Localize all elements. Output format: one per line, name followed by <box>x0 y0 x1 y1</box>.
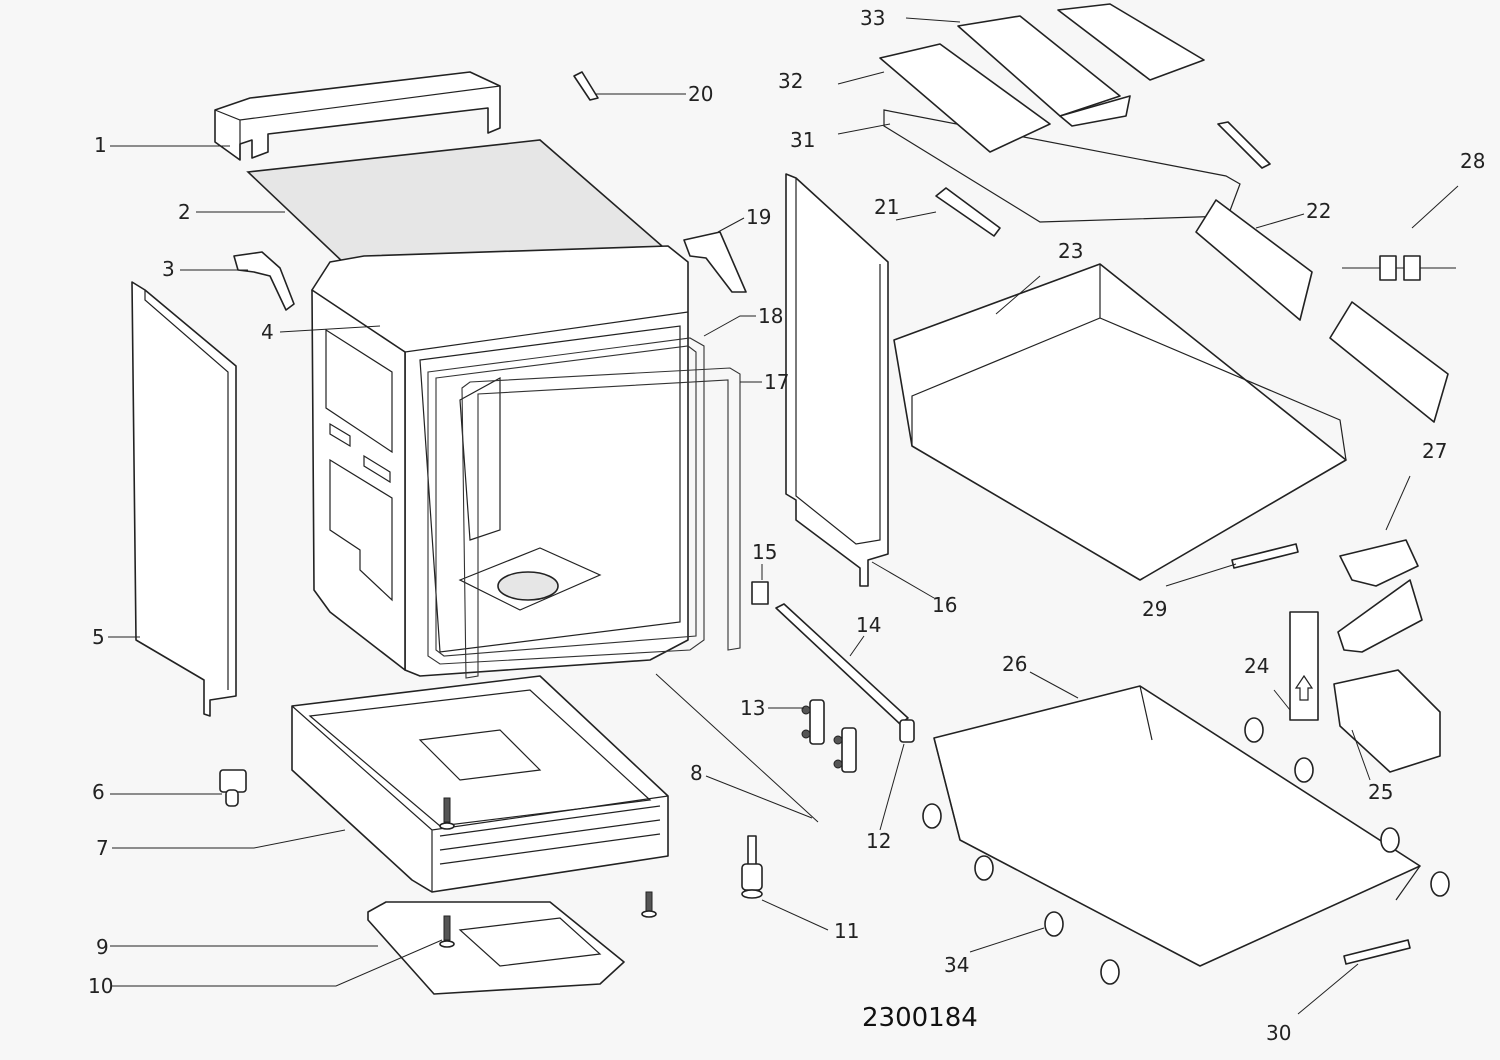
label-34: 34 <box>944 953 969 977</box>
leader-lines <box>108 17 1459 1015</box>
label-9: 9 <box>96 935 109 959</box>
label-29: 29 <box>1142 597 1167 621</box>
part-28-rack-adjuster <box>1342 255 1456 281</box>
label-13: 13 <box>740 696 765 720</box>
part-9-base-plate <box>367 901 625 995</box>
label-32: 32 <box>778 69 803 93</box>
part-29-strip <box>1231 543 1299 569</box>
label-15: 15 <box>752 540 777 564</box>
part-22-cup-shelf-lower <box>1329 301 1449 423</box>
label-26: 26 <box>1002 652 1027 676</box>
part-31-end-clip <box>1217 121 1271 169</box>
drawing-number: 2300184 <box>862 1003 978 1033</box>
part-22-cup-shelf <box>1195 199 1313 321</box>
label-5: 5 <box>92 625 105 649</box>
part-27-wheel-holder <box>1337 539 1423 653</box>
part-3-bracket <box>233 251 295 311</box>
part-19-cover <box>683 231 747 293</box>
part-31-tray-rail <box>883 109 1241 223</box>
label-8: 8 <box>690 761 703 785</box>
label-4: 4 <box>261 320 274 344</box>
part-8-rod <box>655 673 819 823</box>
label-33: 33 <box>860 6 885 30</box>
label-7: 7 <box>96 836 109 860</box>
label-6: 6 <box>92 780 105 804</box>
label-19: 19 <box>746 205 771 229</box>
part-14-rail <box>775 603 909 725</box>
label-28: 28 <box>1460 149 1485 173</box>
part-10-screws <box>439 797 657 948</box>
part-20-clip <box>573 71 599 101</box>
part-5-side-panel <box>131 281 237 717</box>
label-3: 3 <box>162 257 175 281</box>
part-11-adjustable-foot <box>741 835 763 899</box>
label-12: 12 <box>866 829 891 853</box>
part-number-labels: 1 2 3 4 5 6 7 8 9 10 11 12 13 14 15 16 1… <box>88 6 1485 1045</box>
label-14: 14 <box>856 613 881 637</box>
part-32-cutlery-tray <box>879 43 1051 153</box>
part-23-upper-basket <box>893 263 1347 581</box>
label-25: 25 <box>1368 780 1393 804</box>
part-17-gasket-frame <box>461 367 741 679</box>
part-1-top-frame <box>214 71 501 161</box>
part-13-hinge-brackets <box>801 699 857 773</box>
label-21: 21 <box>874 195 899 219</box>
label-27: 27 <box>1422 439 1447 463</box>
label-30: 30 <box>1266 1021 1291 1045</box>
label-18: 18 <box>758 304 783 328</box>
label-31: 31 <box>790 128 815 152</box>
part-18-door-seal <box>427 337 705 665</box>
label-16: 16 <box>932 593 957 617</box>
label-11: 11 <box>834 919 859 943</box>
part-7-base <box>291 675 669 893</box>
label-24: 24 <box>1244 654 1269 678</box>
label-1: 1 <box>94 133 107 157</box>
main-tub-cabinet <box>311 245 689 677</box>
label-22: 22 <box>1306 199 1331 223</box>
part-26-lower-basket <box>933 685 1421 967</box>
part-25-cutlery-basket <box>1333 669 1441 773</box>
label-17: 17 <box>764 370 789 394</box>
part-12-end-cap <box>899 719 915 743</box>
part-34-wheels <box>922 717 1450 985</box>
label-10: 10 <box>88 974 113 998</box>
part-24-guide-plate <box>1289 611 1319 721</box>
part-21-bracket <box>935 187 1001 237</box>
label-23: 23 <box>1058 239 1083 263</box>
part-30-strip <box>1343 939 1411 965</box>
part-16-door-panel <box>785 173 889 587</box>
part-15-clip <box>751 581 769 605</box>
label-20: 20 <box>688 82 713 106</box>
label-2: 2 <box>178 200 191 224</box>
part-6-component <box>219 769 247 807</box>
part-33-cutlery-tray-upper <box>957 3 1205 127</box>
